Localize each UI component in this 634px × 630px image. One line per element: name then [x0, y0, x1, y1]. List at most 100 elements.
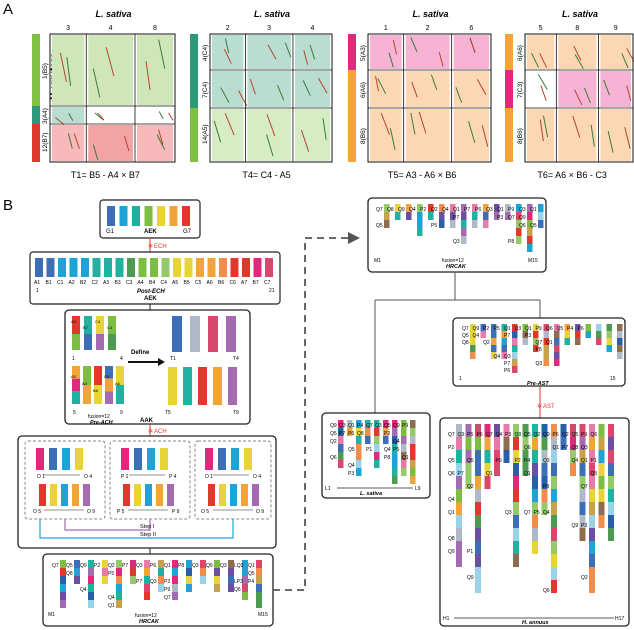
- row-label: 5(A3): [360, 45, 367, 61]
- chromosome-segment: [60, 576, 66, 584]
- chromosome-segment: [551, 528, 557, 541]
- chromosome-segment: [88, 568, 94, 576]
- chromosome-segment: [532, 502, 538, 515]
- post-ech-chromosome: [104, 258, 112, 277]
- dot-segment: [572, 115, 581, 138]
- segment-label: Q6: [546, 326, 553, 332]
- chromosome-segment: [392, 420, 398, 428]
- step1-label: Step I: [140, 524, 155, 530]
- segment-label: Q6: [234, 587, 241, 593]
- chromosome-segment: [527, 220, 533, 228]
- chromosome-segment: [88, 576, 94, 584]
- pre-ast-box: [452, 317, 626, 387]
- row-color-strip: [32, 106, 40, 124]
- pre-ast-end: 15: [610, 376, 616, 382]
- segment-label: Q8: [572, 445, 579, 451]
- segment-label: P9: [164, 587, 170, 593]
- dot-segment: [145, 61, 151, 91]
- synteny-block: [405, 71, 450, 107]
- synteny-block: [212, 109, 244, 161]
- segment-label: Q9: [330, 423, 337, 429]
- hrcak-bottom-start: M1: [48, 612, 55, 618]
- post-ech-chromosome: [58, 258, 66, 277]
- chromosome-segment: [554, 345, 560, 352]
- chromosome-segment: [130, 568, 136, 576]
- chromosome-segment: [608, 450, 614, 463]
- ancestral-chromosome: [107, 206, 115, 226]
- chromosome-segment: [513, 502, 519, 515]
- t-range-start: T1: [170, 356, 176, 362]
- segment-label: Q7: [52, 563, 59, 569]
- chromosome-segment: [130, 576, 136, 584]
- chromosome-segment: [338, 428, 344, 436]
- chromosome-segment: [589, 424, 595, 437]
- synteny-block: [88, 125, 133, 161]
- proto-chromosome: [198, 367, 207, 405]
- chromosome-segment: [596, 331, 602, 338]
- segment-label: P1: [366, 447, 372, 453]
- dot-segment: [158, 111, 164, 119]
- dot-segment: [542, 115, 549, 138]
- chromosome-segment: [356, 444, 362, 452]
- chromosome-segment: [501, 324, 507, 331]
- synteny-block: [212, 35, 244, 69]
- subgenome-chromosome: [75, 448, 83, 470]
- column-label: 9: [614, 25, 618, 32]
- chromosome-segment: [401, 436, 407, 444]
- synteny-block: [212, 71, 244, 107]
- chromosome-segment: [617, 324, 623, 331]
- dot-segment: [531, 52, 539, 68]
- chromosome-segment: [617, 345, 623, 352]
- segment-label: Q8: [462, 340, 469, 346]
- post-ech-chromosome: [265, 258, 273, 277]
- synteny-block: [558, 35, 597, 69]
- dotplot-caption: T6= A6 × B6 - C3: [537, 170, 607, 180]
- chromosome-segment: [392, 436, 398, 444]
- chromosome-segment: [608, 476, 614, 489]
- chromosome-segment: [598, 450, 605, 463]
- ach-star-icon: ✲: [148, 428, 153, 435]
- post-ech-chromosome: [253, 258, 262, 277]
- dot-segment: [105, 47, 115, 77]
- segment-label: Q8: [66, 571, 73, 577]
- synteny-block: [247, 109, 291, 161]
- pre-ach-chromosome: [96, 334, 104, 350]
- segment-label: P8: [178, 563, 184, 569]
- chromosome-segment: [579, 463, 586, 476]
- post-ech-chromosome: [92, 258, 101, 277]
- chromosome-segment: [589, 541, 595, 554]
- chromosome-segment: [200, 560, 206, 568]
- segment-label: Q3: [136, 563, 143, 569]
- chromosome-segment: [383, 428, 389, 436]
- segment-label: P2: [483, 326, 489, 332]
- chromosome-segment: [551, 450, 557, 463]
- chromosome-segment: [512, 352, 518, 359]
- segment-label: Q1: [581, 458, 588, 464]
- segment-label: Q5: [384, 423, 391, 429]
- segment-label: Q9: [572, 523, 579, 529]
- chromosome-segment: [494, 212, 500, 220]
- hrcak-bottom-title: HRCAK: [139, 619, 160, 625]
- segment-label: Q9: [393, 423, 400, 429]
- proto-chromosome: [226, 316, 236, 352]
- proto-chromosome: [183, 367, 192, 405]
- chromosome-segment: [513, 515, 519, 528]
- post-ech-chromosome: [242, 258, 250, 277]
- post-ech-chromosome-label: B5: [184, 280, 190, 286]
- chromosome-segment: [513, 437, 519, 450]
- segment-label: C3: [104, 374, 110, 379]
- ech-label: ECH: [154, 244, 167, 250]
- pre-ach-chromosome: [105, 366, 113, 379]
- chromosome-segment: [401, 428, 407, 436]
- segment-label: Q4: [448, 497, 455, 503]
- pre-ach-chromosome: [72, 366, 80, 379]
- subgenome-chromosome: [230, 484, 237, 506]
- segment-label: Q3: [536, 361, 543, 367]
- segment-label: C4: [107, 325, 113, 330]
- dashed-arrowhead-icon: [348, 232, 360, 244]
- segment-label: Q5: [530, 223, 537, 229]
- segment-label: Q7: [448, 432, 455, 438]
- chromosome-segment: [522, 463, 529, 476]
- segment-label: Q5: [448, 458, 455, 464]
- chromosome-segment: [88, 584, 94, 592]
